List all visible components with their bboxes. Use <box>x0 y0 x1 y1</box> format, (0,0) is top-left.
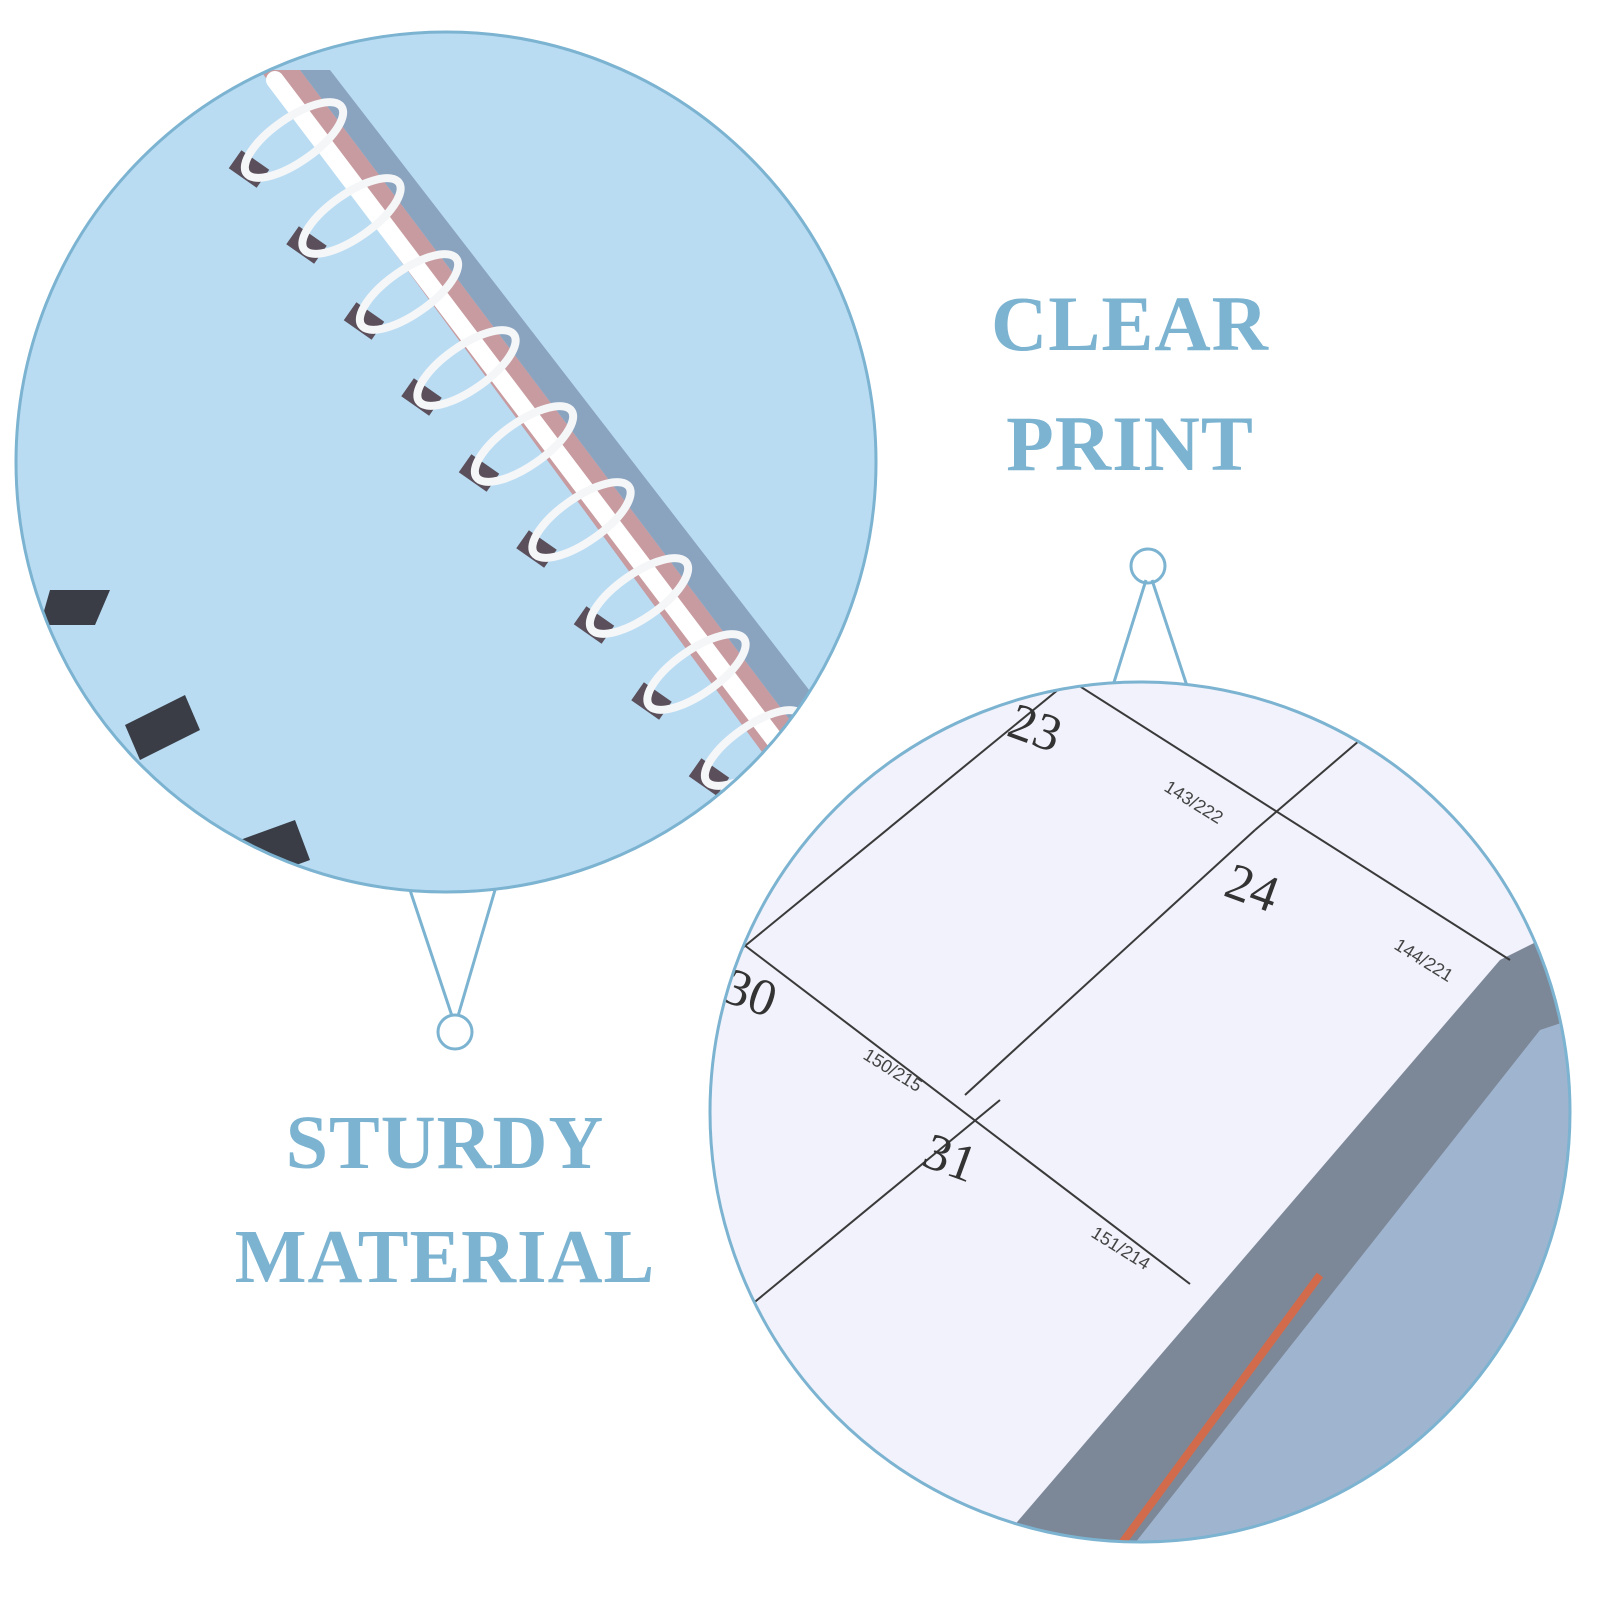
binding-ring <box>528 478 635 562</box>
caption-line: PRINT <box>1006 400 1254 487</box>
calendar-grid-marks <box>40 590 310 880</box>
binding-ring <box>240 98 348 182</box>
caption-line: STURDY <box>285 1101 605 1185</box>
caption-line: MATERIAL <box>234 1215 656 1299</box>
binding-ring <box>643 630 750 714</box>
sturdy-material-caption: STURDY MATERIAL <box>230 1105 660 1295</box>
binding-ring <box>470 402 578 486</box>
spiral-binding-photo <box>16 32 876 892</box>
caption-line: CLEAR <box>990 280 1270 367</box>
binding-ring <box>298 174 405 258</box>
binding-ring <box>413 326 520 410</box>
binding-ring <box>585 554 693 638</box>
connector-top <box>408 889 497 1051</box>
binding-hole <box>746 834 787 872</box>
binding-ring <box>355 250 463 334</box>
calendar-grid-lines <box>734 682 1511 1311</box>
clear-print-caption: CLEAR PRINT <box>980 285 1280 483</box>
connector-bottom <box>1108 547 1192 696</box>
